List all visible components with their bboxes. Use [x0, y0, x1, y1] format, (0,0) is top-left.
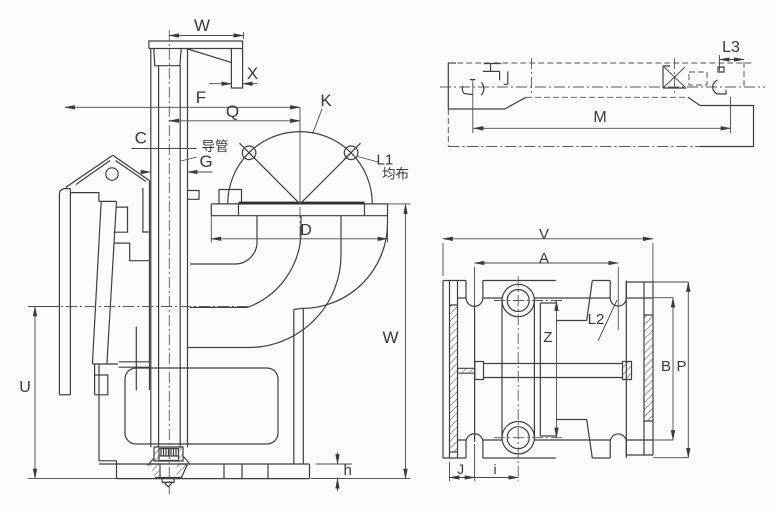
- svg-text:V: V: [539, 226, 549, 243]
- svg-text:G: G: [200, 152, 213, 171]
- svg-text:h: h: [344, 462, 352, 479]
- svg-text:C: C: [135, 129, 147, 148]
- svg-text:i: i: [493, 461, 496, 477]
- svg-text:L2: L2: [588, 311, 605, 328]
- svg-text:A: A: [539, 250, 549, 267]
- svg-text:D: D: [300, 222, 312, 239]
- svg-text:B: B: [661, 358, 671, 375]
- svg-text:F: F: [196, 88, 206, 107]
- svg-text:W: W: [194, 16, 210, 35]
- svg-text:L1: L1: [377, 152, 394, 169]
- svg-text:J: J: [457, 461, 464, 477]
- svg-text:K: K: [320, 91, 332, 110]
- svg-text:L3: L3: [722, 39, 740, 56]
- svg-text:导管: 导管: [202, 139, 229, 154]
- svg-text:均布: 均布: [382, 167, 409, 182]
- svg-text:Q: Q: [226, 102, 239, 121]
- svg-text:Z: Z: [543, 329, 552, 346]
- svg-text:W: W: [382, 328, 398, 347]
- svg-text:X: X: [247, 64, 258, 83]
- svg-text:U: U: [19, 379, 31, 396]
- svg-text:P: P: [676, 358, 686, 375]
- svg-text:M: M: [593, 109, 606, 126]
